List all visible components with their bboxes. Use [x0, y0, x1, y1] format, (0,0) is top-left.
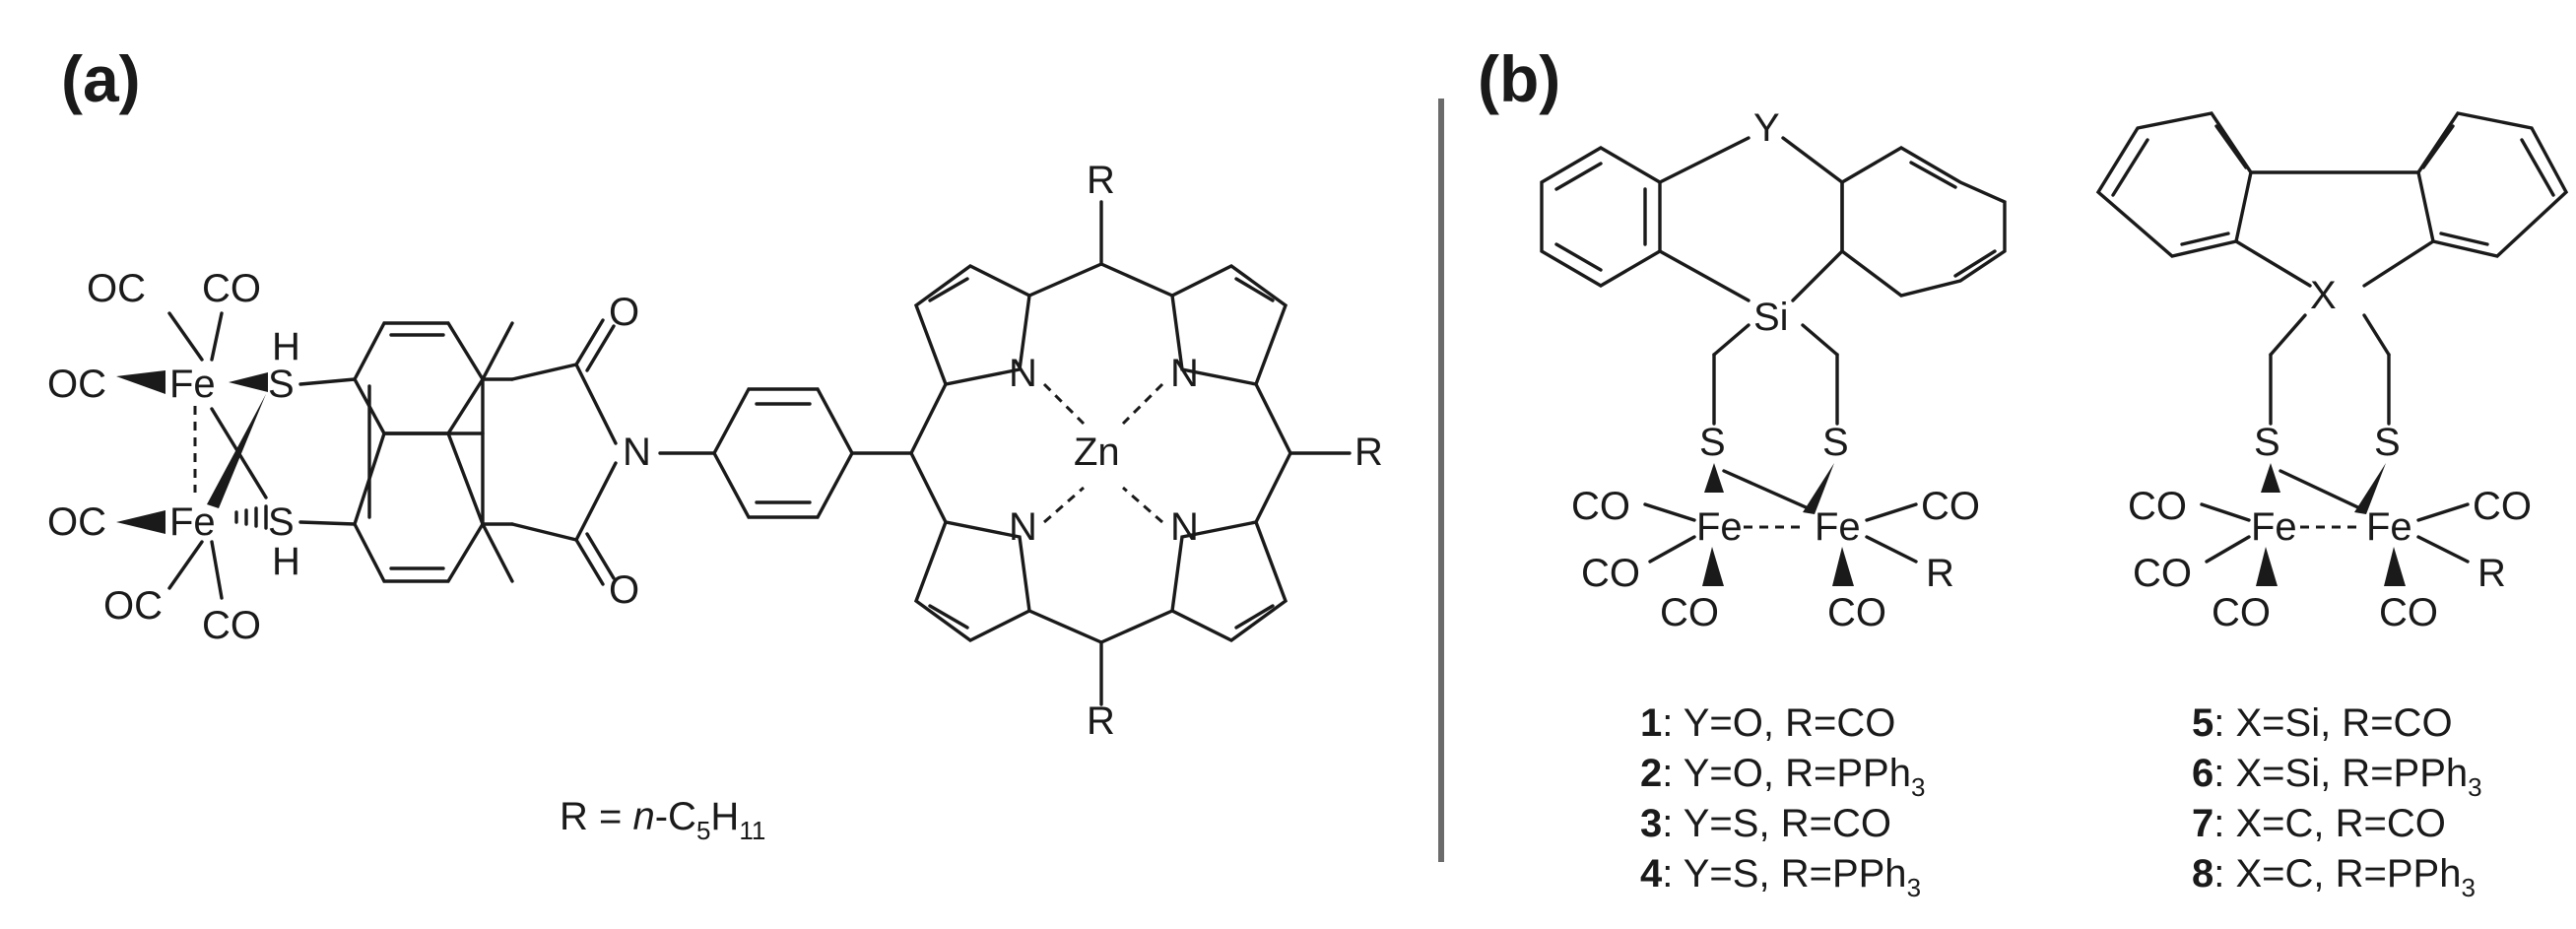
svg-text:N: N: [623, 431, 651, 474]
svg-text:Zn: Zn: [1074, 431, 1120, 474]
svg-text:N: N: [1170, 505, 1199, 549]
svg-text:R: R: [2477, 552, 2506, 595]
svg-text:S: S: [268, 500, 295, 544]
svg-text:CO: CO: [1827, 591, 1886, 634]
naphthalimide: [353, 318, 716, 586]
silaxanthene-diiron: [1540, 136, 2007, 586]
svg-text:CO: CO: [1571, 485, 1630, 528]
svg-text:CO: CO: [2212, 591, 2271, 634]
svg-text:R: R: [1087, 699, 1115, 743]
svg-text:Fe: Fe: [1696, 505, 1743, 549]
compound-5: 5: X=Si, R=CO: [2192, 701, 2453, 745]
svg-text:Si: Si: [1753, 296, 1789, 339]
panel-a-label: (a): [61, 42, 141, 115]
svg-text:CO: CO: [202, 267, 261, 310]
svg-text:H: H: [272, 325, 300, 368]
svg-text:R: R: [1354, 431, 1383, 474]
svg-text:CO: CO: [202, 604, 261, 647]
svg-text:N: N: [1009, 505, 1037, 549]
compound-list-left: 1: Y=O, R=CO 2: Y=O, R=PPh3 3: Y=S, R=CO…: [1640, 701, 1925, 902]
compound-4: 4: Y=S, R=PPh3: [1640, 852, 1921, 902]
svg-text:S: S: [1699, 421, 1726, 464]
compound-7: 7: X=C, R=CO: [2192, 802, 2446, 845]
svg-text:S: S: [1822, 421, 1849, 464]
svg-text:CO: CO: [1921, 485, 1980, 528]
svg-text:H: H: [272, 540, 300, 583]
diiron-complex-a: [116, 311, 357, 600]
svg-text:Fe: Fe: [2366, 505, 2412, 549]
svg-text:Y: Y: [1753, 106, 1780, 150]
compound-8: 8: X=C, R=PPh3: [2192, 852, 2476, 902]
compound-6: 6: X=Si, R=PPh3: [2192, 752, 2482, 802]
svg-text:CO: CO: [2379, 591, 2438, 634]
compound-3: 3: Y=S, R=CO: [1640, 802, 1891, 845]
fluorene-diiron: [2095, 111, 2569, 586]
panel-b-label: (b): [1478, 42, 1560, 115]
zinc-porphyrin: [909, 200, 1352, 706]
compound-1: 1: Y=O, R=CO: [1640, 701, 1895, 745]
svg-text:O: O: [609, 568, 639, 612]
svg-text:S: S: [2254, 421, 2280, 464]
svg-text:Fe: Fe: [169, 363, 216, 406]
r-group-definition: R = n-C5H11: [560, 795, 765, 845]
svg-text:OC: OC: [47, 363, 106, 406]
svg-text:N: N: [1170, 352, 1199, 395]
svg-text:X: X: [2310, 274, 2337, 317]
svg-text:R: R: [1926, 552, 1954, 595]
compound-2: 2: Y=O, R=PPh3: [1640, 752, 1925, 802]
svg-text:S: S: [2374, 421, 2401, 464]
svg-text:S: S: [268, 363, 295, 406]
svg-text:CO: CO: [1660, 591, 1719, 634]
svg-text:OC: OC: [87, 267, 146, 310]
svg-text:Fe: Fe: [169, 500, 216, 544]
svg-text:CO: CO: [2128, 485, 2187, 528]
atom-labels-a: OC CO OC Fe S H OC Fe S H OC CO O O N R …: [47, 159, 1383, 743]
svg-text:OC: OC: [47, 500, 106, 544]
svg-text:Fe: Fe: [1815, 505, 1861, 549]
svg-text:R: R: [1087, 159, 1115, 202]
svg-text:Fe: Fe: [2251, 505, 2297, 549]
atom-labels-b1: Y Si S S CO Fe Fe CO CO R CO CO: [1571, 106, 1980, 634]
compound-list-right: 5: X=Si, R=CO 6: X=Si, R=PPh3 7: X=C, R=…: [2192, 701, 2482, 902]
svg-text:O: O: [609, 291, 639, 334]
svg-text:CO: CO: [1581, 552, 1640, 595]
phenyl-linker: [712, 387, 913, 519]
svg-text:CO: CO: [2473, 485, 2532, 528]
svg-text:OC: OC: [103, 584, 163, 628]
svg-text:N: N: [1009, 352, 1037, 395]
atom-labels-b2: X S S CO Fe Fe CO CO R CO CO: [2128, 274, 2532, 634]
svg-text:CO: CO: [2133, 552, 2192, 595]
